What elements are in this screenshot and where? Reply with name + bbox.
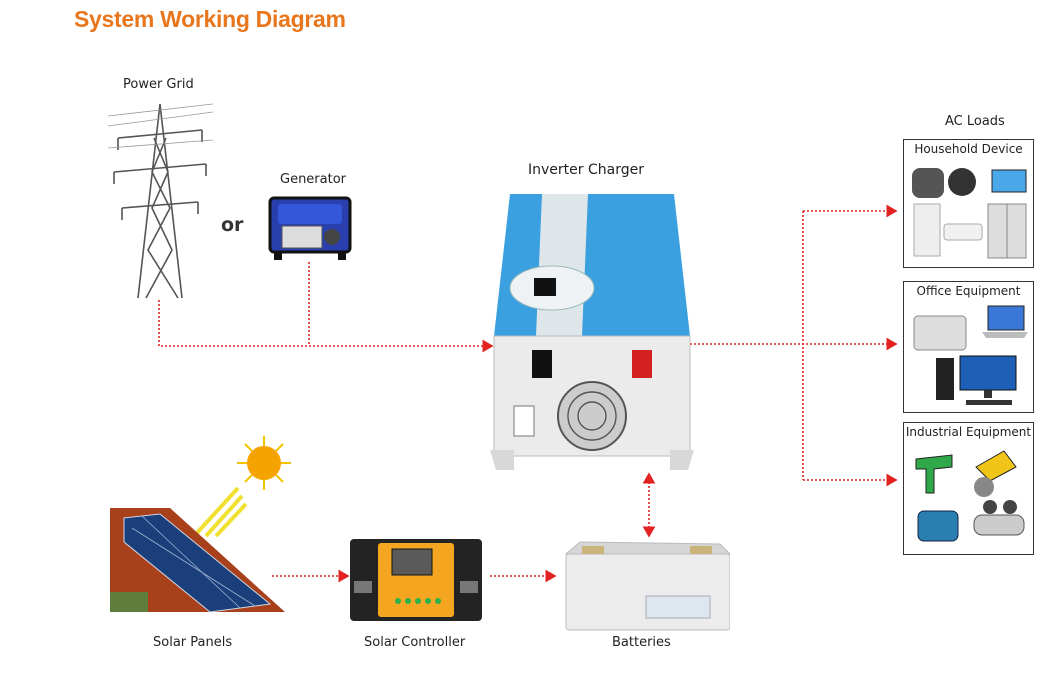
- batteries-label: Batteries: [612, 635, 671, 650]
- power-grid-label: Power Grid: [123, 77, 194, 92]
- solar-panels-icon: [110, 508, 285, 612]
- household-device-box: Household Device: [903, 139, 1034, 268]
- solar-panels-label: Solar Panels: [153, 635, 233, 650]
- ac-loads-label: AC Loads: [945, 114, 1005, 129]
- solar-controller-icon: [350, 539, 482, 621]
- industrial-equipment-box: Industrial Equipment: [903, 422, 1034, 555]
- office-equipment-box: Office Equipment: [903, 281, 1034, 413]
- battery-icon: [564, 541, 730, 631]
- inverter-charger-label: Inverter Charger: [528, 162, 644, 178]
- page-title: System Working Diagram: [74, 6, 346, 32]
- generator-label: Generator: [280, 172, 347, 187]
- power-tower-icon: [108, 103, 213, 299]
- grid-line: [158, 300, 494, 353]
- office-equipment-icon: [913, 305, 1028, 405]
- industrial-equipment-title: Industrial Equipment: [905, 425, 1032, 439]
- inverter-charger-icon: [490, 194, 694, 470]
- generator-icon: [268, 196, 352, 260]
- household-appliances-icon: [912, 168, 1027, 259]
- sun-icon: [194, 436, 291, 538]
- industrial-equipment-icon: [915, 450, 1025, 542]
- or-text: or: [221, 214, 244, 236]
- solar-controller-label: Solar Controller: [364, 635, 466, 650]
- household-device-title: Household Device: [914, 142, 1023, 156]
- office-equipment-title: Office Equipment: [916, 284, 1021, 298]
